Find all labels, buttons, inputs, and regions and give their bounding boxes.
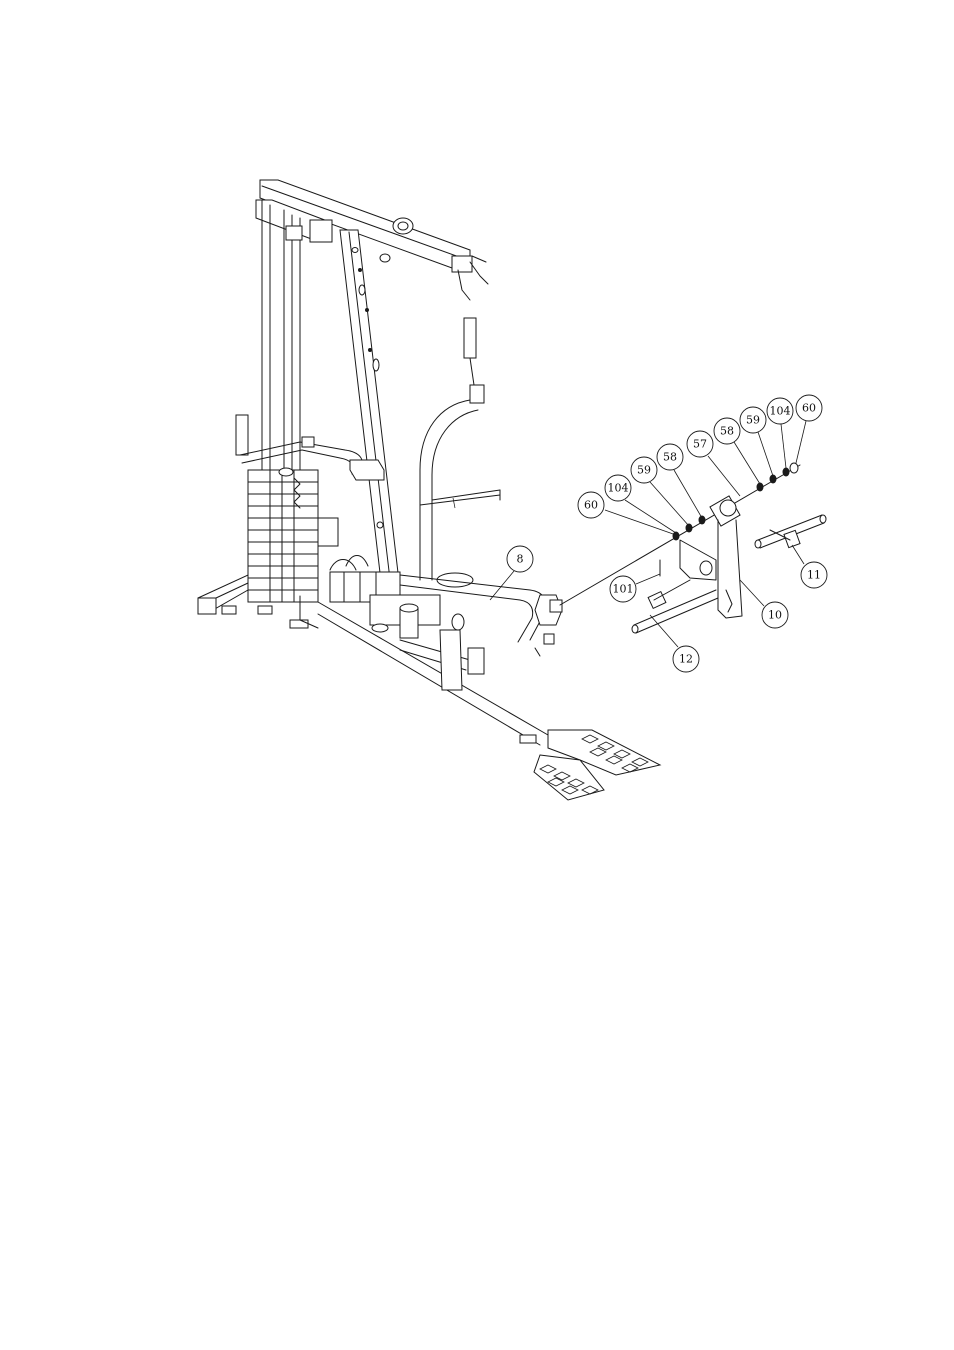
part-11-roller-bar: [755, 515, 826, 548]
press-arm: [420, 318, 500, 587]
callout-60b: 60: [796, 395, 822, 463]
callout-label: 59: [637, 464, 651, 477]
callout-label: 59: [746, 414, 760, 427]
gym-frame: [198, 180, 660, 800]
main-column: [340, 230, 400, 590]
callout-label: 104: [608, 482, 629, 495]
callout-label: 101: [613, 583, 634, 596]
callout-label: 8: [517, 553, 524, 566]
callout-label: 58: [663, 451, 677, 464]
callout-label: 60: [584, 499, 598, 512]
callout-label: 11: [807, 569, 821, 582]
part-10-lever: [680, 496, 742, 618]
callout-59a: 59: [631, 457, 689, 526]
callout-label: 12: [679, 653, 693, 666]
foot-plates: [534, 730, 660, 800]
guide-rods: [262, 200, 302, 470]
weight-stack: [248, 468, 338, 602]
callout-label: 57: [693, 438, 707, 451]
callout-label: 60: [802, 402, 816, 415]
callout-12: 12: [650, 615, 699, 672]
part-12-roller-bar: [632, 580, 718, 633]
callout-label: 58: [720, 425, 734, 438]
callout-label: 10: [768, 609, 782, 622]
callout-60a: 60: [578, 492, 676, 535]
callout-11: 11: [792, 545, 827, 588]
callout-8: 8: [490, 546, 533, 600]
callout-104a: 104: [605, 475, 676, 533]
callout-104b: 104: [767, 398, 793, 468]
callout-label: 104: [770, 405, 791, 418]
callout-59b: 59: [740, 407, 773, 476]
callout-10: 10: [740, 580, 788, 628]
